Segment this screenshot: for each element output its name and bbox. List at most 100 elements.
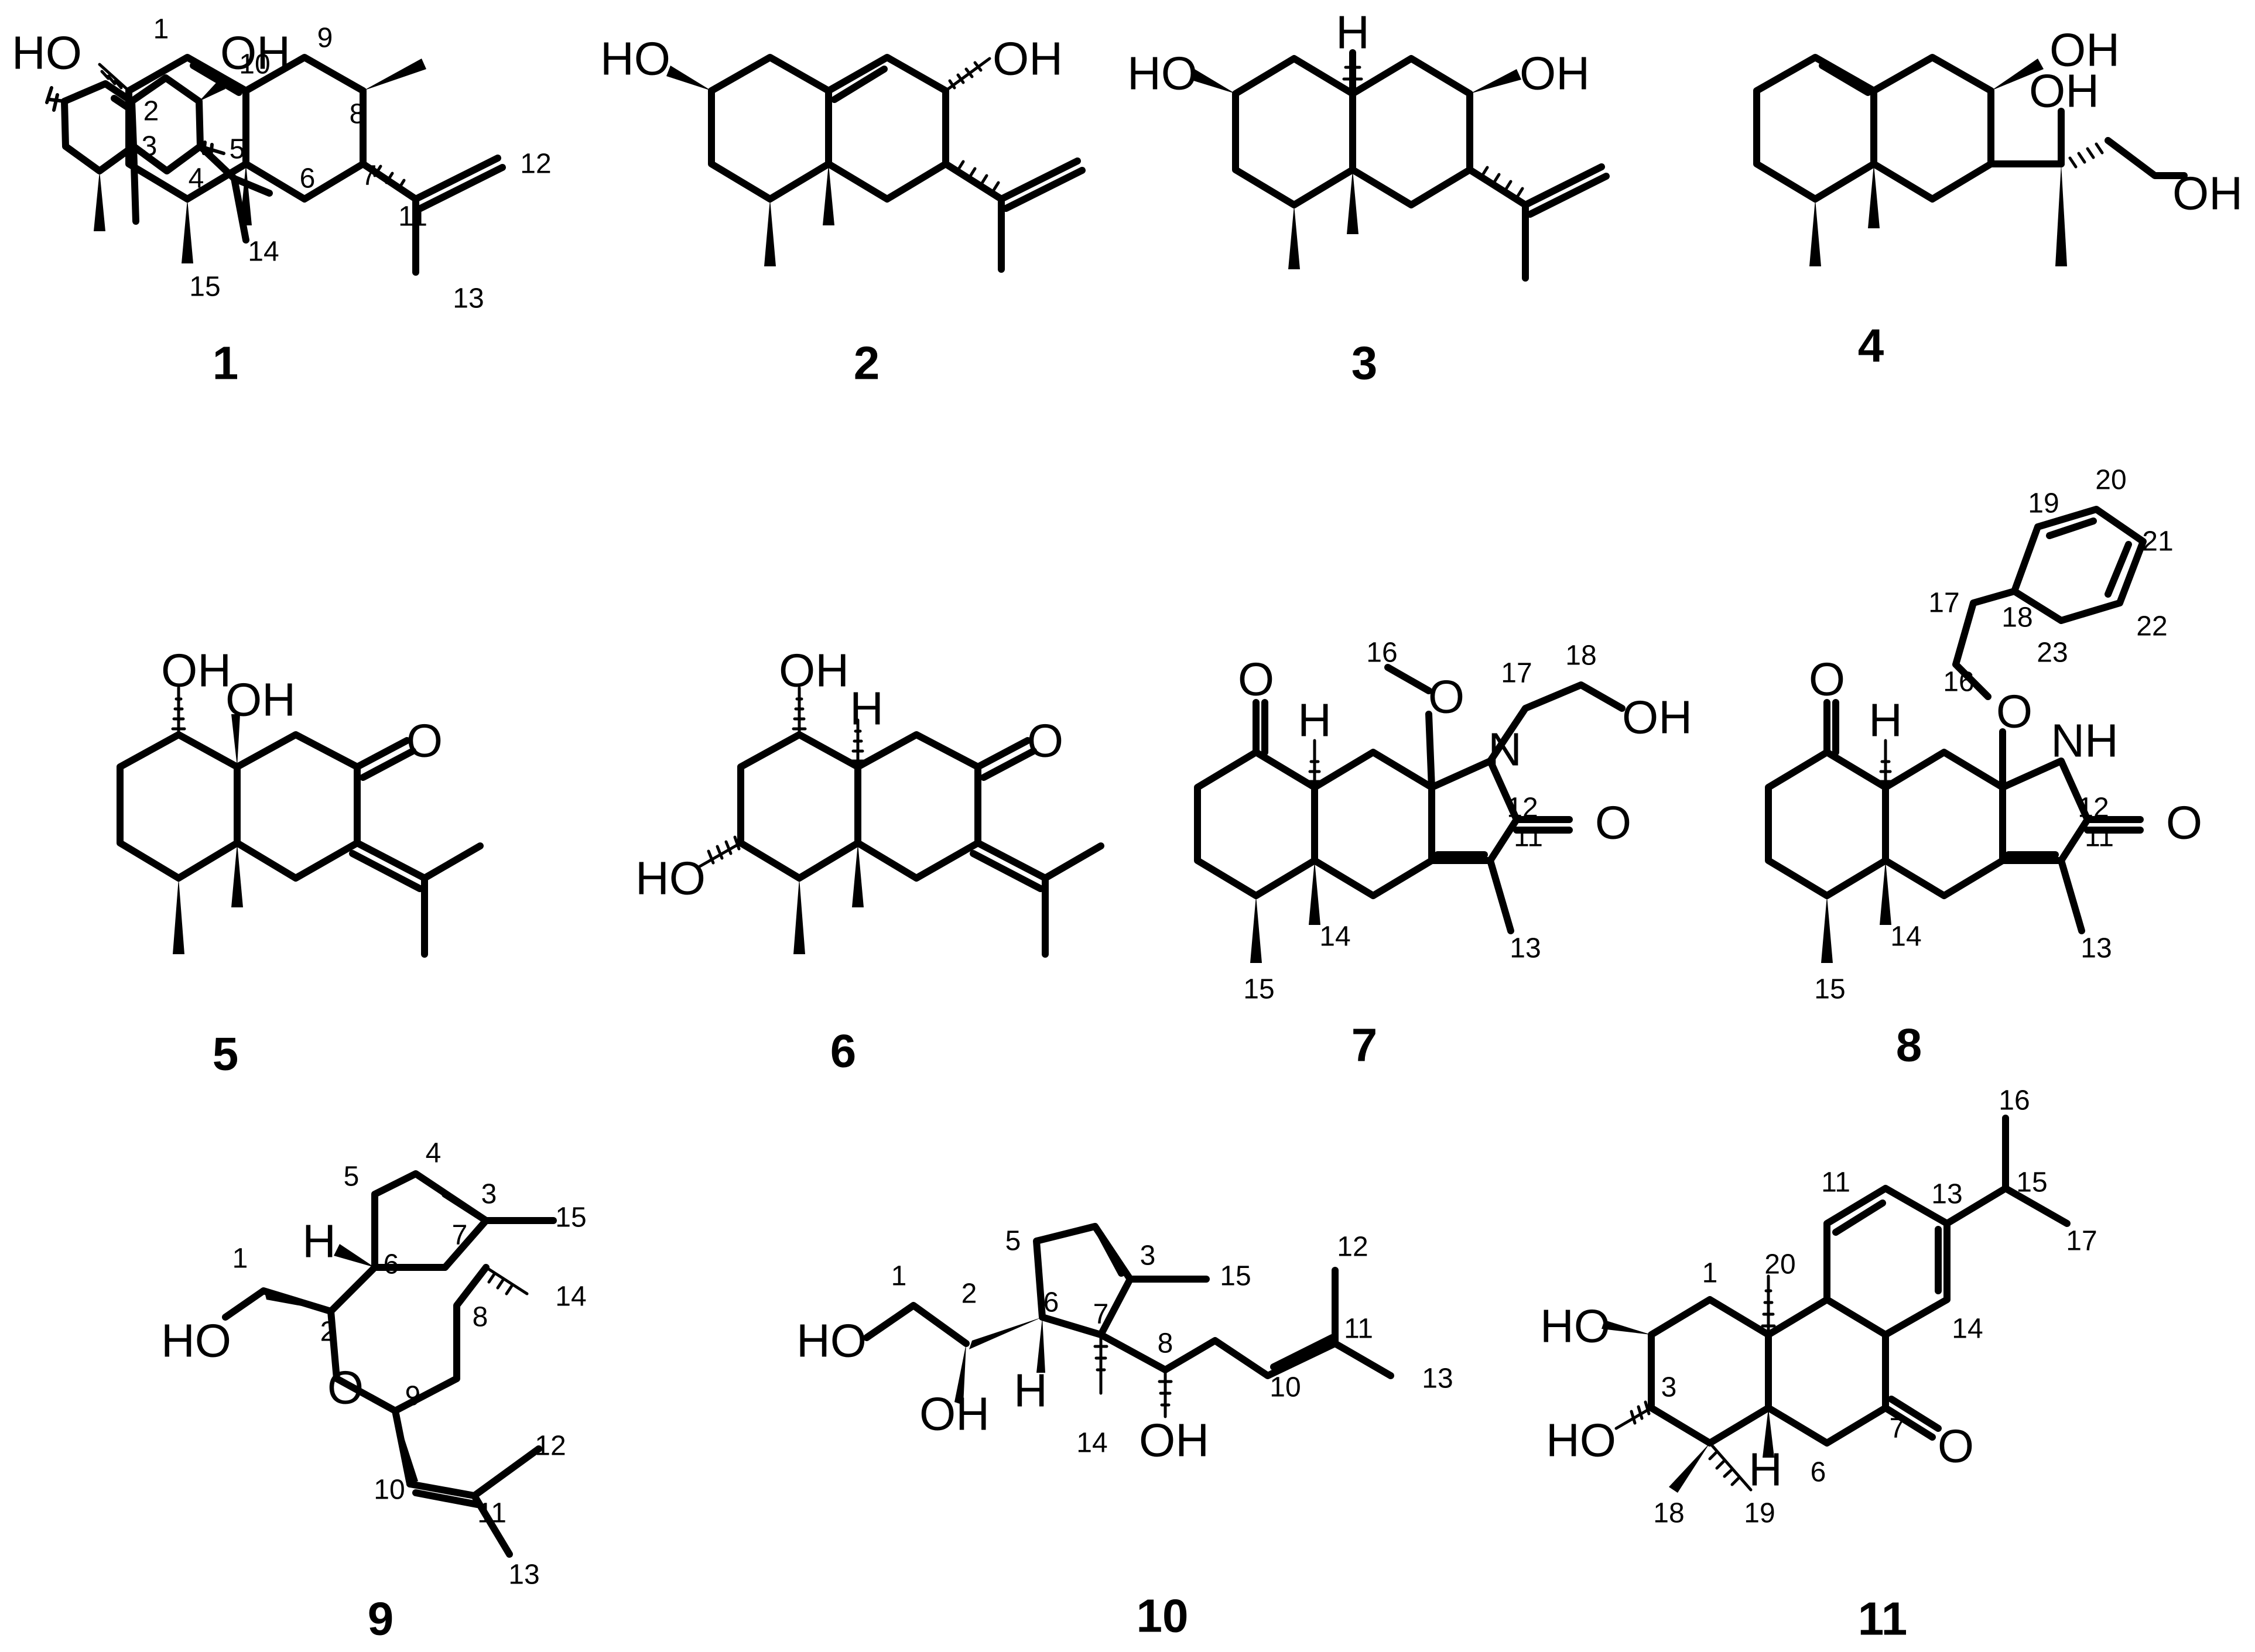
c8-locant-21: 21 bbox=[2142, 526, 2173, 557]
c1-locant-5: 5 bbox=[230, 134, 245, 165]
compound-2-skeleton bbox=[666, 54, 1086, 273]
c10-locant-2: 2 bbox=[961, 1279, 977, 1310]
c7-locant-12: 12 bbox=[1507, 793, 1538, 824]
c1-ho-label: HO bbox=[12, 27, 82, 79]
c4-oh-end-label: OH bbox=[2172, 167, 2243, 220]
compound-1-skeleton bbox=[98, 54, 506, 276]
c6-h-label: H bbox=[850, 683, 884, 735]
c10-locant-7: 7 bbox=[1093, 1299, 1109, 1330]
c10-locant-8: 8 bbox=[1158, 1328, 1173, 1359]
c2-ho-label: HO bbox=[600, 33, 670, 85]
c9-locant-4: 4 bbox=[426, 1138, 442, 1169]
c11-locant-1: 1 bbox=[1702, 1258, 1718, 1289]
c7-locant-16: 16 bbox=[1366, 638, 1397, 669]
c1-locant-2: 2 bbox=[143, 96, 159, 127]
c8-locant-17: 17 bbox=[1928, 588, 1959, 619]
c9-locant-6: 6 bbox=[384, 1249, 399, 1280]
c11-locant-13: 13 bbox=[1931, 1179, 1962, 1210]
c7-h-label: H bbox=[1298, 694, 1332, 746]
c7-locant-14: 14 bbox=[1319, 921, 1350, 952]
c11-locant-15: 15 bbox=[2016, 1167, 2047, 1198]
c5-oh-top-label: OH bbox=[161, 645, 231, 697]
c9-locant-8: 8 bbox=[473, 1302, 488, 1333]
c8-locant-12: 12 bbox=[2078, 793, 2109, 824]
c4-oh-top-label: OH bbox=[2049, 24, 2120, 76]
c8-o-ketone-label: O bbox=[1809, 653, 1845, 705]
c11-locant-20: 20 bbox=[1764, 1249, 1795, 1280]
compound-2-label: 2 bbox=[854, 337, 880, 389]
c10-oh-c8-label: OH bbox=[1139, 1414, 1209, 1466]
c10-locant-11: 11 bbox=[1344, 1314, 1373, 1345]
c7-oh-label: OH bbox=[1622, 691, 1692, 743]
compound-10-skeleton bbox=[863, 1223, 1394, 1418]
c9-o-ring-label: O bbox=[327, 1362, 364, 1414]
c1-locant-15: 15 bbox=[189, 272, 220, 303]
c11-o-label: O bbox=[1938, 1420, 1974, 1472]
compound-9-label: 9 bbox=[368, 1593, 394, 1645]
c11-locant-16: 16 bbox=[1999, 1085, 2030, 1116]
c11-locant-3: 3 bbox=[1661, 1372, 1677, 1403]
c8-locant-18: 18 bbox=[2001, 602, 2032, 633]
c7-o-ketone-label: O bbox=[1238, 653, 1274, 705]
c7-locant-13: 13 bbox=[1510, 933, 1541, 964]
c9-locant-12: 12 bbox=[535, 1431, 566, 1462]
c1-locant-6: 6 bbox=[300, 163, 316, 194]
c11-ho-top-label: HO bbox=[1540, 1300, 1610, 1352]
c4-oh-mid-label: OH bbox=[2029, 65, 2099, 117]
c8-o-ether-label: O bbox=[1996, 686, 2032, 738]
compound-1-label: 1 bbox=[213, 337, 239, 389]
c1-locant-14: 14 bbox=[248, 237, 279, 268]
c8-locant-20: 20 bbox=[2095, 465, 2126, 496]
c10-h-label: H bbox=[1014, 1365, 1048, 1417]
c10-locant-5: 5 bbox=[1005, 1226, 1021, 1257]
c5-o-label: O bbox=[406, 715, 443, 767]
c9-locant-3: 3 bbox=[481, 1179, 497, 1210]
c8-h-label: H bbox=[1869, 694, 1902, 746]
c9-locant-9: 9 bbox=[405, 1381, 421, 1412]
compound-6-label: 6 bbox=[830, 1025, 857, 1077]
c3-ho-label: HO bbox=[1127, 47, 1197, 100]
c1-locant-3: 3 bbox=[142, 131, 158, 162]
c7-locant-17: 17 bbox=[1501, 658, 1532, 689]
c9-locant-13: 13 bbox=[508, 1560, 539, 1591]
c10-locant-6: 6 bbox=[1043, 1287, 1059, 1318]
c9-locant-7: 7 bbox=[452, 1220, 468, 1251]
compound-1-structure bbox=[45, 74, 273, 244]
c7-n-label: N bbox=[1488, 724, 1522, 776]
c8-o-lactam-label: O bbox=[2166, 797, 2202, 849]
compound-4-label: 4 bbox=[1858, 320, 1884, 372]
c6-oh-label: OH bbox=[779, 645, 849, 697]
c10-oh-label: OH bbox=[919, 1388, 990, 1440]
compound-7-skeleton bbox=[1194, 664, 1626, 963]
c1-locant-1: 1 bbox=[153, 14, 169, 45]
c8-locant-16: 16 bbox=[1943, 667, 1974, 698]
c9-locant-14: 14 bbox=[555, 1281, 586, 1312]
c7-locant-18: 18 bbox=[1565, 640, 1596, 671]
c8-locant-23: 23 bbox=[2037, 638, 2068, 669]
c11-locant-11: 11 bbox=[1821, 1167, 1850, 1198]
c8-locant-13: 13 bbox=[2081, 933, 2112, 964]
c5-oh-mid-label: OH bbox=[225, 674, 296, 726]
compound-4-skeleton bbox=[1753, 54, 2188, 266]
c10-locant-10: 10 bbox=[1269, 1372, 1301, 1403]
c1-locant-13: 13 bbox=[453, 283, 484, 314]
c7-locant-11: 11 bbox=[1514, 822, 1543, 853]
c3-oh-label: OH bbox=[1520, 47, 1590, 100]
c11-locant-19: 19 bbox=[1744, 1498, 1775, 1529]
c9-locant-5: 5 bbox=[344, 1161, 360, 1192]
c11-locant-6: 6 bbox=[1811, 1457, 1826, 1488]
compound-8-label: 8 bbox=[1896, 1019, 1922, 1071]
compound-6-skeleton bbox=[698, 686, 1104, 958]
compound-5-label: 5 bbox=[213, 1028, 239, 1080]
c8-locant-11: 11 bbox=[2085, 822, 2114, 853]
c10-ho-label: HO bbox=[796, 1315, 867, 1367]
c9-locant-15: 15 bbox=[555, 1202, 586, 1233]
c6-o-label: O bbox=[1027, 715, 1063, 767]
c7-o-methoxy-label: O bbox=[1428, 671, 1464, 723]
c11-locant-17: 17 bbox=[2066, 1226, 2097, 1257]
compound-11-skeleton bbox=[1602, 1115, 2071, 1493]
c9-locant-1: 1 bbox=[232, 1243, 248, 1274]
c11-locant-14: 14 bbox=[1952, 1314, 1983, 1345]
c10-locant-15: 15 bbox=[1220, 1261, 1251, 1292]
